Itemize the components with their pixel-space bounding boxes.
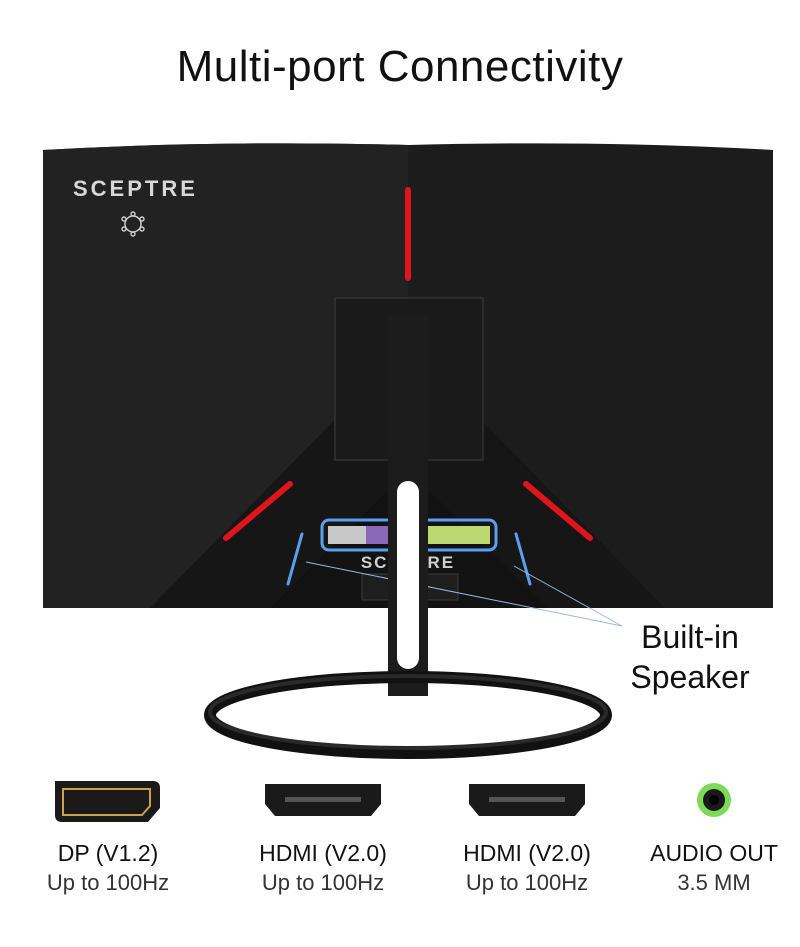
audio-jack-icon <box>697 783 731 817</box>
port-hdmi2-spec: Up to 100Hz <box>465 870 589 895</box>
port-hdmi1-label: HDMI (V2.0) <box>259 840 387 866</box>
hdmi-icon <box>469 784 585 816</box>
brand-logo: SCEPTRE <box>73 176 198 201</box>
port-dp-label: DP (V1.2) <box>57 840 159 866</box>
port-dp-spec: Up to 100Hz <box>46 870 170 895</box>
sensor-icon <box>121 211 145 237</box>
port-hdmi1-spec: Up to 100Hz <box>261 870 385 895</box>
port-audio-label: AUDIO OUT <box>650 840 778 866</box>
hdmi-icon <box>265 784 381 816</box>
port-hdmi2-label: HDMI (V2.0) <box>463 840 591 866</box>
port-audio-spec: 3.5 MM <box>677 870 751 895</box>
speaker-callout-lines <box>305 561 623 627</box>
monitor-stand <box>204 316 612 759</box>
speaker-highlights <box>286 532 532 586</box>
speaker-callout-line2: Speaker <box>630 659 750 695</box>
displayport-icon <box>55 781 160 822</box>
red-accent-lights <box>223 187 593 541</box>
page-title: Multi-port Connectivity <box>176 42 624 91</box>
speaker-callout-line1: Built-in <box>641 619 739 655</box>
